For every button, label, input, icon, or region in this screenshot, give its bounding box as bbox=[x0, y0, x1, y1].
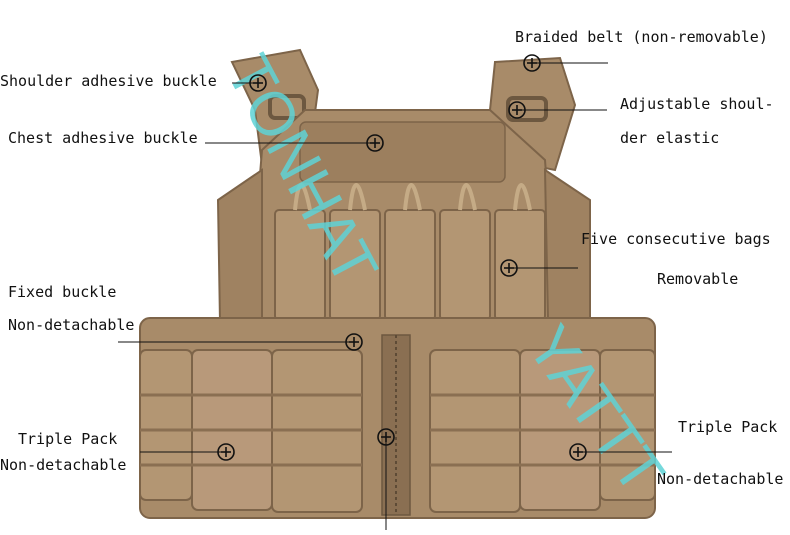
callout-lines bbox=[118, 62, 672, 530]
chest-panel bbox=[299, 121, 506, 183]
callout-markers bbox=[217, 54, 587, 461]
label-adjustable-2: der elastic bbox=[620, 129, 720, 147]
label-fixed-buckle: Fixed buckle bbox=[8, 283, 117, 301]
five-pouch-row bbox=[274, 183, 546, 321]
label-braided-belt: Braided belt (non-removable) bbox=[515, 28, 768, 46]
label-non-detachable-top: Non-detachable bbox=[8, 316, 135, 334]
label-triple-pack-left: Triple Pack bbox=[18, 430, 118, 448]
left-triple-pack bbox=[139, 349, 363, 513]
label-non-detachable-right: Non-detachable bbox=[657, 470, 784, 488]
label-five-bags: Five consecutive bags bbox=[581, 230, 771, 248]
label-adjustable-1: Adjustable shoul- bbox=[620, 95, 774, 113]
label-triple-pack-right: Triple Pack bbox=[678, 418, 778, 436]
label-removable: Removable bbox=[657, 270, 739, 288]
right-triple-pack bbox=[429, 349, 656, 513]
label-non-detachable-left: Non-detachable bbox=[0, 456, 127, 474]
label-chest-buckle: Chest adhesive buckle bbox=[8, 129, 198, 147]
label-shoulder-buckle: Shoulder adhesive buckle bbox=[0, 72, 217, 90]
